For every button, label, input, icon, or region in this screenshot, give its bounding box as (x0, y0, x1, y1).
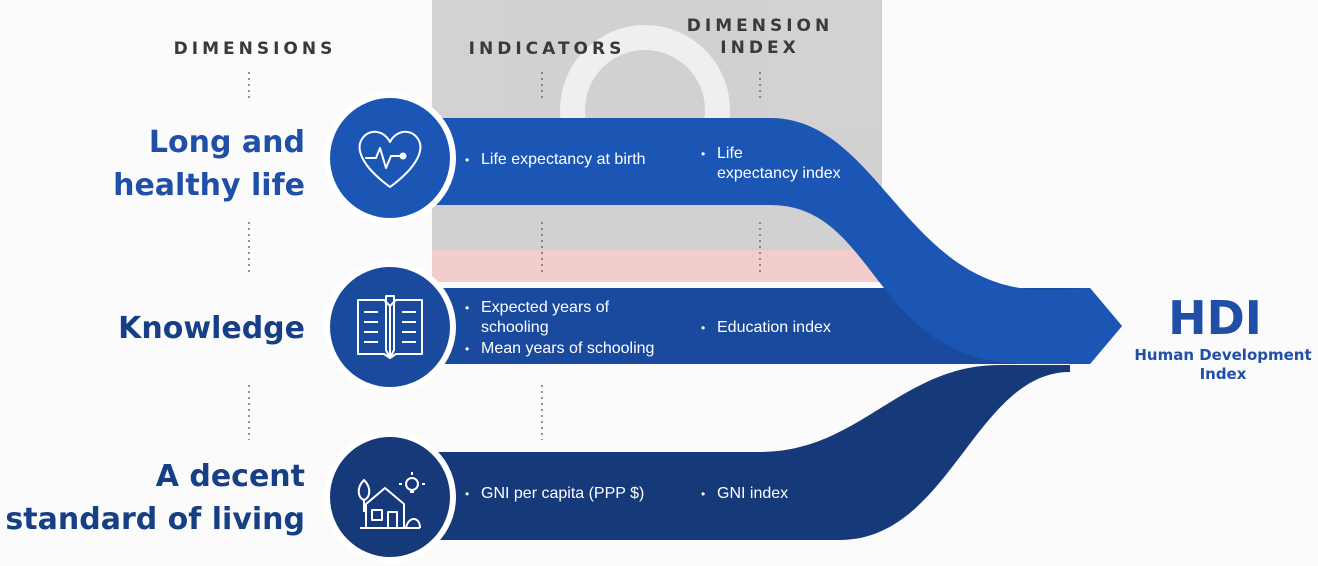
indicator-gni: GNI per capita (PPP $) (465, 484, 644, 504)
health-ribbon (395, 118, 1122, 364)
guide-lines (248, 72, 761, 440)
dimensions-header: DIMENSIONS (173, 39, 337, 59)
hdi-title: HDI (1168, 291, 1262, 345)
index-life-expectancy: Life expectancy index (701, 144, 841, 184)
heart-pulse-icon (358, 130, 422, 188)
health-circle (324, 92, 456, 224)
dimension-label-health: Long and healthy life (113, 125, 305, 203)
index-gni: GNI index (701, 484, 788, 504)
index-education: Education index (701, 318, 831, 338)
indicator-mean-schooling: Mean years of schooling (465, 339, 654, 359)
knowledge-circle (324, 261, 456, 393)
indicators-header: INDICATORS (468, 39, 626, 59)
house-bulb-icon (357, 472, 425, 529)
hdi-subtitle: Human Development Index (1134, 346, 1312, 383)
living-circle (324, 431, 456, 563)
dimension-index-header: DIMENSION INDEX (686, 16, 834, 58)
indicator-expected-schooling: Expected years of schooling (465, 298, 609, 338)
dimension-label-knowledge: Knowledge (118, 311, 305, 346)
living-ribbon (395, 365, 1070, 540)
dimension-label-living: A decent standard of living (5, 459, 305, 537)
indicator-life-expectancy: Life expectancy at birth (465, 150, 646, 170)
book-pencil-icon (357, 295, 423, 359)
